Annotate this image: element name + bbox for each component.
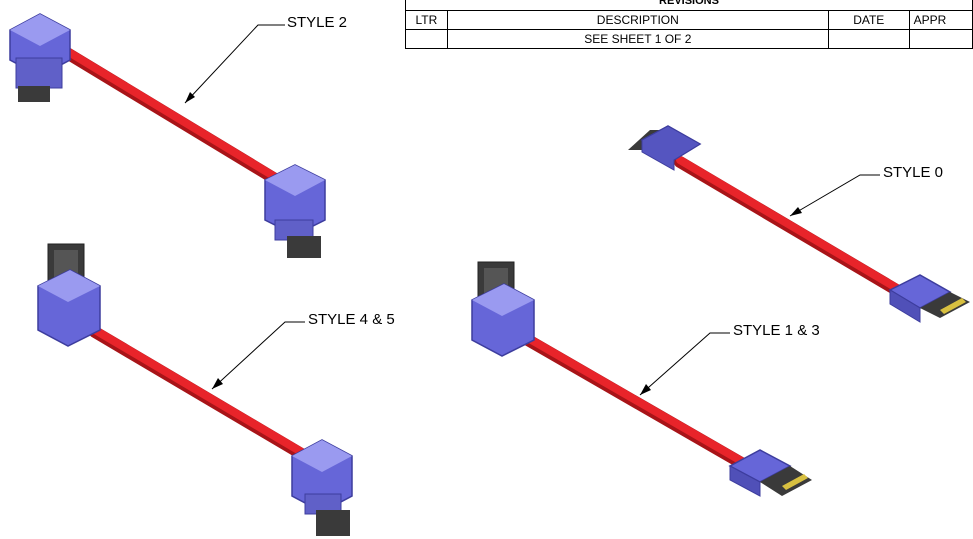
row-appr bbox=[908, 29, 973, 49]
callout-style-1-3: STYLE 1 & 3 bbox=[733, 322, 820, 339]
callout-style-0: STYLE 0 bbox=[883, 164, 944, 181]
sata-cable-style-1-3-icon bbox=[471, 261, 812, 497]
callout-style-2: STYLE 2 bbox=[287, 14, 348, 31]
leader-style-0 bbox=[789, 174, 880, 217]
leader-style-4-5 bbox=[211, 321, 305, 390]
callout-style-4-5: STYLE 4 & 5 bbox=[308, 311, 395, 328]
sata-cable-style-2-icon bbox=[9, 13, 326, 258]
leader-style-1-3 bbox=[639, 332, 730, 396]
sata-cable-style-4-5-icon bbox=[37, 243, 353, 536]
row-description: SEE SHEET 1 OF 2 bbox=[446, 29, 829, 49]
col-description: DESCRIPTION bbox=[446, 10, 829, 30]
sata-cable-style-0-icon bbox=[628, 125, 970, 323]
leader-style-2 bbox=[184, 24, 285, 104]
revisions-table: REVISIONS LTR DESCRIPTION DATE APPR SEE … bbox=[405, 0, 973, 49]
